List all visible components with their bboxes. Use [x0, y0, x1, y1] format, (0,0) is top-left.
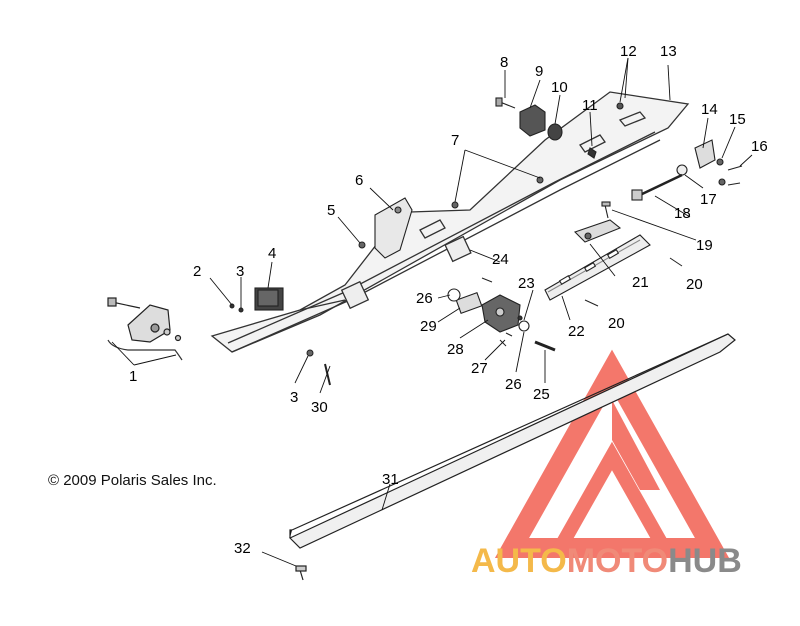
wear-block — [254, 287, 284, 311]
callout-labels: 1 2 3 3 4 5 6 7 8 9 10 11 12 13 14 15 16… — [129, 43, 768, 557]
brand-part-auto: AUTO — [471, 542, 567, 580]
callout-14: 14 — [701, 101, 718, 118]
callout-32: 32 — [234, 540, 251, 557]
copyright-text: © 2009 Polaris Sales Inc. — [48, 472, 217, 489]
slide-rail-22 — [544, 201, 651, 301]
brand-part-hub: HUB — [668, 542, 742, 580]
callout-12: 12 — [620, 43, 637, 60]
callout-6: 6 — [355, 172, 363, 189]
callout-5: 5 — [327, 202, 335, 219]
callout-29: 29 — [420, 318, 437, 335]
callout-20a: 20 — [686, 276, 703, 293]
callout-25: 25 — [533, 386, 550, 403]
rail-assembly — [210, 91, 690, 353]
wear-bar-31 — [288, 333, 736, 549]
leader-lines — [111, 57, 753, 567]
hardware-right — [631, 139, 743, 201]
callout-30: 30 — [311, 399, 328, 416]
callout-4: 4 — [268, 245, 276, 262]
callout-16: 16 — [751, 138, 768, 155]
callout-13: 13 — [660, 43, 677, 60]
callout-23: 23 — [518, 275, 535, 292]
callout-19: 19 — [696, 237, 713, 254]
callout-27: 27 — [471, 360, 488, 377]
callout-3b: 3 — [290, 389, 298, 406]
callout-15: 15 — [729, 111, 746, 128]
callout-26a: 26 — [416, 290, 433, 307]
watermark-logo — [494, 349, 730, 558]
bracket-6 — [374, 197, 413, 259]
callout-9: 9 — [535, 63, 543, 80]
small-hardware — [229, 176, 683, 386]
callout-20b: 20 — [608, 315, 625, 332]
watermark-brand: AUTOMOTOHUB — [471, 542, 742, 581]
callout-24: 24 — [492, 251, 509, 268]
callout-2: 2 — [193, 263, 201, 280]
callout-11: 11 — [582, 97, 598, 114]
callout-26b: 26 — [505, 376, 522, 393]
front-block — [107, 297, 183, 361]
callout-17: 17 — [700, 191, 717, 208]
brand-part-moto: MOTO — [566, 542, 669, 580]
hardware-top — [495, 97, 624, 159]
callout-18: 18 — [674, 205, 691, 222]
callout-31: 31 — [382, 471, 399, 488]
callout-3a: 3 — [236, 263, 244, 280]
callout-28: 28 — [447, 341, 464, 358]
callout-1: 1 — [129, 368, 137, 385]
bolt-32 — [295, 565, 307, 581]
callout-8: 8 — [500, 54, 508, 71]
callout-10: 10 — [551, 79, 568, 96]
callout-21: 21 — [632, 274, 649, 291]
callout-22: 22 — [568, 323, 585, 340]
callout-7: 7 — [451, 132, 459, 149]
